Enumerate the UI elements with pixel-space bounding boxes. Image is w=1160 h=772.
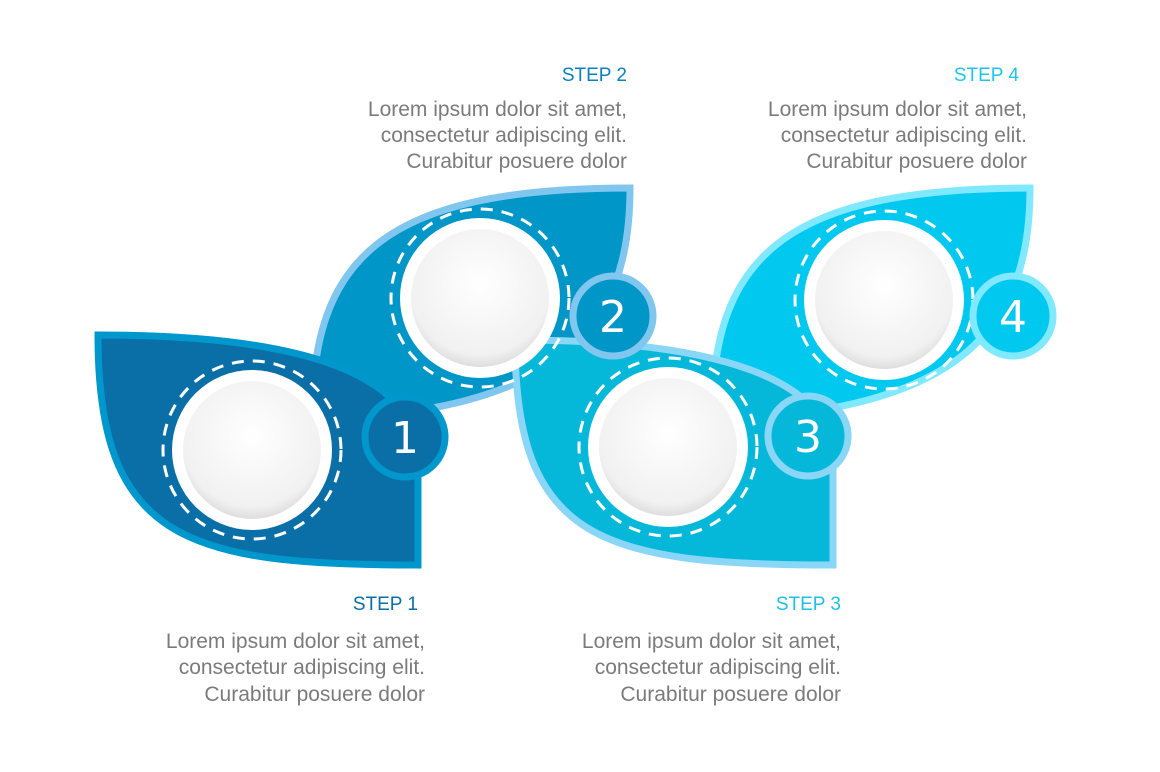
step-2-circle bbox=[389, 207, 571, 389]
step-4-title: STEP 4 bbox=[954, 65, 1020, 86]
step-3-line: Curabitur posuere dolor bbox=[620, 683, 841, 706]
step-1-title: STEP 1 bbox=[353, 594, 418, 615]
step-2-line: Curabitur posuere dolor bbox=[406, 150, 627, 173]
step-1-line: consectetur adipiscing elit. bbox=[179, 656, 425, 679]
step-4-text: STEP 4 Lorem ipsum dolor sit amet, conse… bbox=[768, 65, 1027, 173]
step-3-number: 3 bbox=[794, 412, 822, 463]
step-3-line: Lorem ipsum dolor sit amet, bbox=[582, 630, 841, 653]
step-4-line: Curabitur posuere dolor bbox=[806, 150, 1027, 173]
step-3-badge: 3 bbox=[764, 392, 852, 480]
step-1-line: Lorem ipsum dolor sit amet, bbox=[166, 630, 425, 653]
step-1-line: Curabitur posuere dolor bbox=[204, 683, 425, 706]
step-4-number: 4 bbox=[999, 292, 1027, 343]
step-2-line: Lorem ipsum dolor sit amet, bbox=[368, 98, 627, 121]
step-4-line: consectetur adipiscing elit. bbox=[781, 124, 1027, 147]
step-2-badge: 2 bbox=[569, 272, 657, 360]
step-3-line: consectetur adipiscing elit. bbox=[595, 656, 841, 679]
step-2-line: consectetur adipiscing elit. bbox=[381, 124, 627, 147]
step-4-badge: 4 bbox=[969, 272, 1057, 360]
step-1-text: STEP 1 Lorem ipsum dolor sit amet, conse… bbox=[166, 594, 425, 706]
step-2-title: STEP 2 bbox=[562, 65, 627, 86]
step-3-title: STEP 3 bbox=[776, 594, 841, 615]
step-3-circle bbox=[577, 356, 759, 538]
step-4-line: Lorem ipsum dolor sit amet, bbox=[768, 98, 1027, 121]
step-1-badge: 1 bbox=[361, 393, 449, 481]
step-3-text: STEP 3 Lorem ipsum dolor sit amet, conse… bbox=[582, 594, 841, 706]
step-2-text: STEP 2 Lorem ipsum dolor sit amet, conse… bbox=[368, 65, 627, 173]
step-1-number: 1 bbox=[391, 413, 419, 464]
step-2-number: 2 bbox=[599, 292, 627, 343]
step-1-circle bbox=[161, 359, 343, 541]
step-4-circle bbox=[793, 209, 975, 391]
